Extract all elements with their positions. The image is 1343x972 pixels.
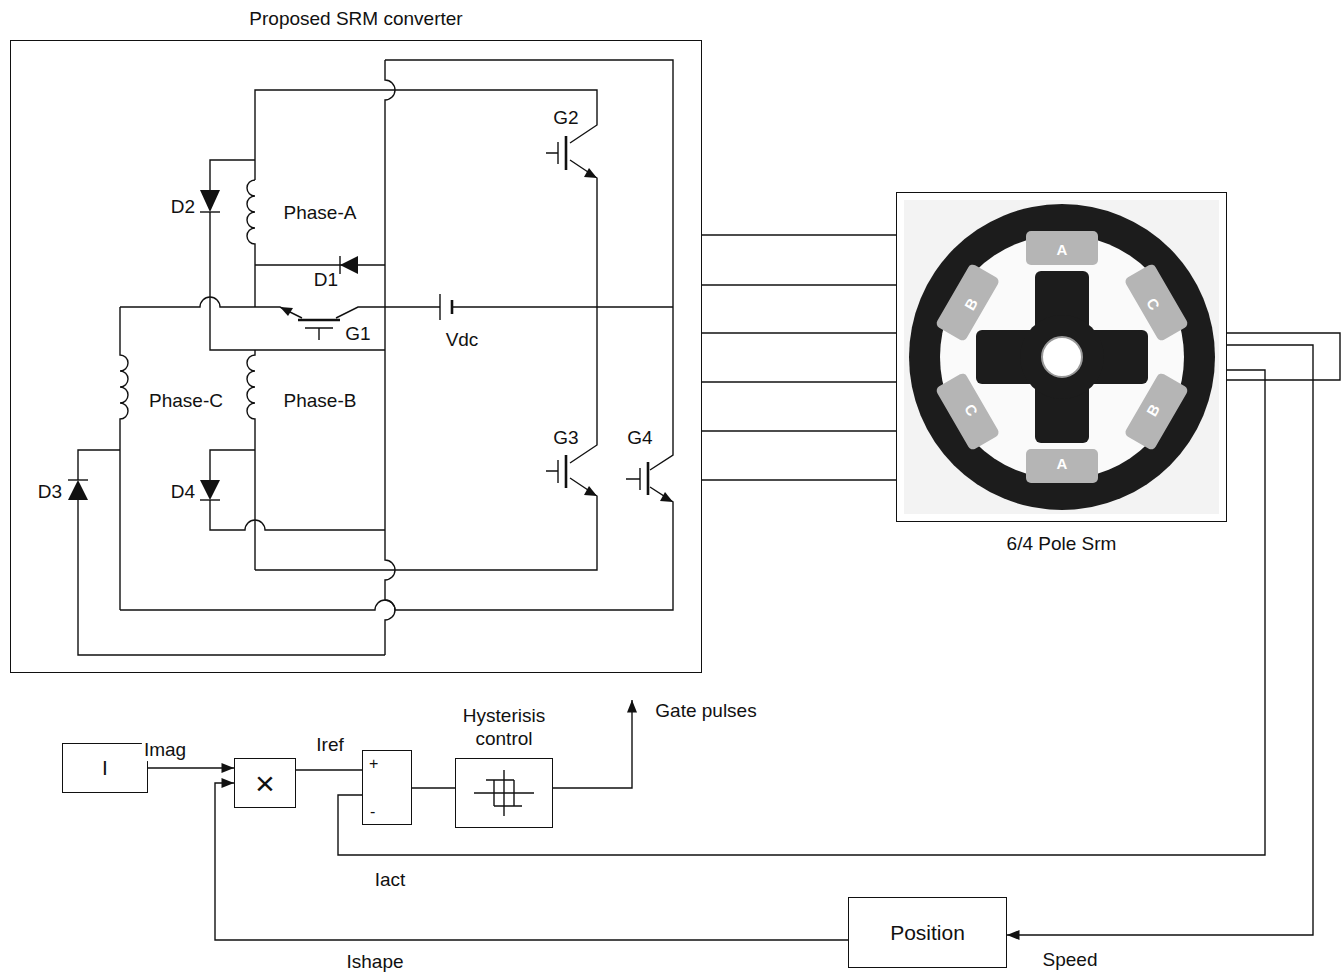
hysteresis-symbol [474,770,534,816]
signal-line [338,370,1265,855]
signal-line [1007,345,1313,935]
switch-name: G4 [627,427,652,449]
battery-short-plate [451,300,454,314]
stator-pole [1026,231,1098,265]
diode-name: D3 [38,481,62,503]
d4-bar [200,499,220,500]
rotor-shaft [1042,337,1082,377]
g3-bar [565,455,568,488]
diode-name: D2 [171,196,195,218]
diode-name: D4 [171,481,195,503]
hysteresis-block: Hysterisis control [455,758,553,828]
coil-name: Phase-A [284,202,357,224]
converter-frame: Proposed SRM converter [10,40,702,673]
vdc-wire [120,297,673,318]
multiplier-block: × [234,758,296,808]
output-label: Gate pulses [655,700,756,722]
g2-wire [255,90,597,180]
signal-name: Imag [142,739,188,761]
switch-name: G1 [345,323,370,345]
signal-name: Ishape [344,951,405,972]
signal-line [702,332,896,333]
coil-name: Phase-C [149,390,223,412]
g4-emitter-wire [120,487,673,610]
g1-gate [305,328,333,340]
signal-name: Iref [314,734,345,756]
box-label: I [63,755,147,780]
phase-a-coil [247,180,385,307]
g3-gate [546,460,558,483]
d2-diode [200,190,220,212]
g4-wire [385,60,673,470]
g2-g3-wire [570,160,597,463]
signal-line [215,783,848,940]
stator-pole [1026,449,1098,483]
shaft-block [1227,333,1340,380]
d2-wire [210,160,385,350]
g4-emitter-arrow [660,492,673,502]
d2-bar [200,211,220,212]
switch-name: G2 [553,107,578,129]
box-label: Hysterisis control [448,705,560,751]
summing-block: +- [362,750,412,825]
signal-line [702,284,896,285]
rotor-arm [1035,271,1089,443]
box-label: Position [849,920,1006,945]
motor-ground [904,200,1219,514]
signal-line [702,479,896,480]
rotor-core [1020,315,1104,399]
signal-line [702,430,896,431]
box-label: + [369,754,378,773]
signal-line [296,769,362,770]
phase-c-coil [120,307,128,610]
stator-poles [935,231,1189,483]
rotor-arm [976,330,1148,384]
reference-block: I [62,743,148,793]
phase-b-coil [247,350,255,570]
source-name: Vdc [446,329,479,351]
box-label: × [235,763,295,804]
signal-line [148,767,234,768]
signal-name: Speed [1041,949,1100,971]
d3-bar [68,479,88,480]
diode-name: D1 [314,269,338,291]
g3-emitter-wire [255,478,597,570]
signal-line [702,234,896,235]
pole-letter: A [1057,241,1068,258]
signal-line [702,381,896,382]
g3-emitter-arrow [584,486,597,496]
signal-name: Iact [373,869,408,891]
box-label: Proposed SRM converter [249,8,462,31]
box-sublabel: - [370,802,375,821]
g2-gate [546,142,558,164]
switch-name: G3 [553,427,578,449]
g4-bar [647,462,650,495]
gate-pulse-wire [553,700,632,788]
pole-letter: A [1057,455,1068,472]
d3-diode [68,480,88,500]
g1-emitter-arrow [280,307,293,316]
d4-diode [200,480,220,500]
coil-name: Phase-B [284,390,357,412]
battery-long-plate [439,294,440,320]
d4-wire [210,450,385,530]
d1-diode [340,256,358,274]
g4-gate [626,468,640,490]
g2-bar [565,136,568,170]
signal-line [412,787,455,788]
bus-wire [385,60,395,655]
stator-yoke [909,204,1215,510]
d1-bar [339,256,340,274]
d3-wire [78,450,385,655]
position-block: Position [848,897,1007,968]
g2-emitter-arrow [584,168,597,178]
box-label: 6/4 Pole Srm [1007,533,1117,556]
g1-bar [298,319,340,322]
